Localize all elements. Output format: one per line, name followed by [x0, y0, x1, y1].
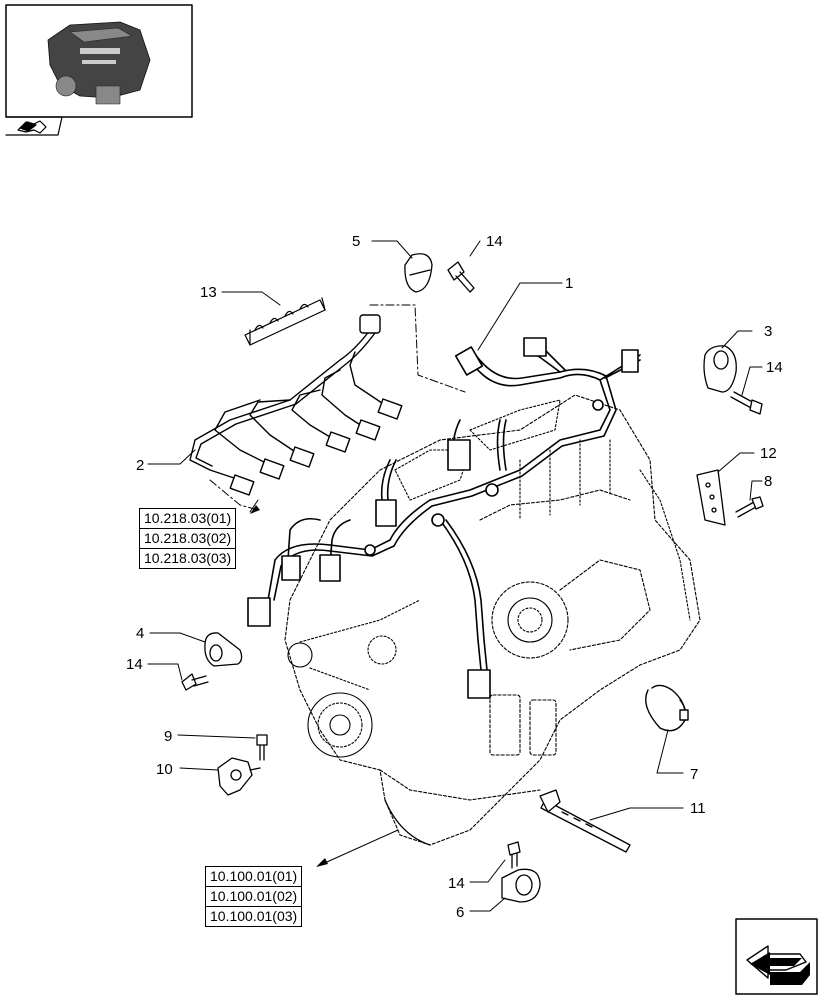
- reference-link[interactable]: 10.100.01(01): [206, 867, 302, 887]
- bolt-8[interactable]: [735, 496, 764, 518]
- callout-10[interactable]: 10: [156, 761, 173, 778]
- reference-link[interactable]: 10.218.03(01): [140, 509, 236, 529]
- reference-link[interactable]: 10.100.01(02): [206, 887, 302, 907]
- reference-box-10-100: 10.100.01(01) 10.100.01(02) 10.100.01(03…: [205, 866, 303, 927]
- callout-7[interactable]: 7: [690, 766, 698, 783]
- engine-block: [284, 394, 701, 846]
- callout-8[interactable]: 8: [764, 473, 772, 490]
- screw-9[interactable]: [256, 734, 268, 761]
- wiring-harness[interactable]: [247, 337, 641, 699]
- callout-2[interactable]: 2: [136, 457, 144, 474]
- callout-4[interactable]: 4: [136, 625, 144, 642]
- sensor-10[interactable]: [217, 757, 261, 796]
- callout-1[interactable]: 1: [565, 275, 573, 292]
- clamp-4[interactable]: [204, 632, 243, 667]
- injector-harness[interactable]: [189, 314, 403, 496]
- bolt-14-top[interactable]: [447, 261, 475, 293]
- reference-link[interactable]: 10.100.01(03): [210, 908, 298, 924]
- callout-14-top[interactable]: 14: [486, 233, 503, 250]
- callout-9[interactable]: 9: [164, 728, 172, 745]
- strap-11[interactable]: [539, 789, 631, 853]
- bolt-14-right[interactable]: [730, 391, 763, 415]
- reference-link[interactable]: 10.218.03(03): [144, 550, 232, 566]
- callout-12[interactable]: 12: [760, 445, 777, 462]
- reference-link[interactable]: 10.218.03(02): [140, 529, 236, 549]
- engine-thumbnail-icon[interactable]: [5, 4, 193, 136]
- next-page-arrow-icon[interactable]: [735, 918, 818, 995]
- reference-box-10-218: 10.218.03(01) 10.218.03(02) 10.218.03(03…: [139, 508, 237, 569]
- callout-6[interactable]: 6: [456, 904, 464, 921]
- page-arrow-icon[interactable]: [17, 120, 47, 134]
- bolt-14-bottom[interactable]: [507, 841, 521, 869]
- callout-14-bottom[interactable]: 14: [448, 875, 465, 892]
- callout-14-left[interactable]: 14: [126, 656, 143, 673]
- callout-5[interactable]: 5: [352, 233, 360, 250]
- clamp-6[interactable]: [501, 868, 541, 903]
- callout-11[interactable]: 11: [690, 800, 706, 817]
- clamp-5[interactable]: [404, 253, 433, 293]
- callout-14-right[interactable]: 14: [766, 359, 783, 376]
- callouts: 1 2 3 4 5 6 7 8 9 10 11 12 13 14 14 14 1…: [126, 233, 783, 921]
- harness-clip-strip[interactable]: [244, 297, 326, 346]
- callout-13[interactable]: 13: [200, 284, 217, 301]
- bolt-14-left[interactable]: [181, 673, 209, 691]
- cable-tie-7[interactable]: [645, 684, 689, 732]
- bracket-12[interactable]: [696, 469, 726, 526]
- callout-3[interactable]: 3: [764, 323, 772, 340]
- clamp-3[interactable]: [703, 345, 737, 393]
